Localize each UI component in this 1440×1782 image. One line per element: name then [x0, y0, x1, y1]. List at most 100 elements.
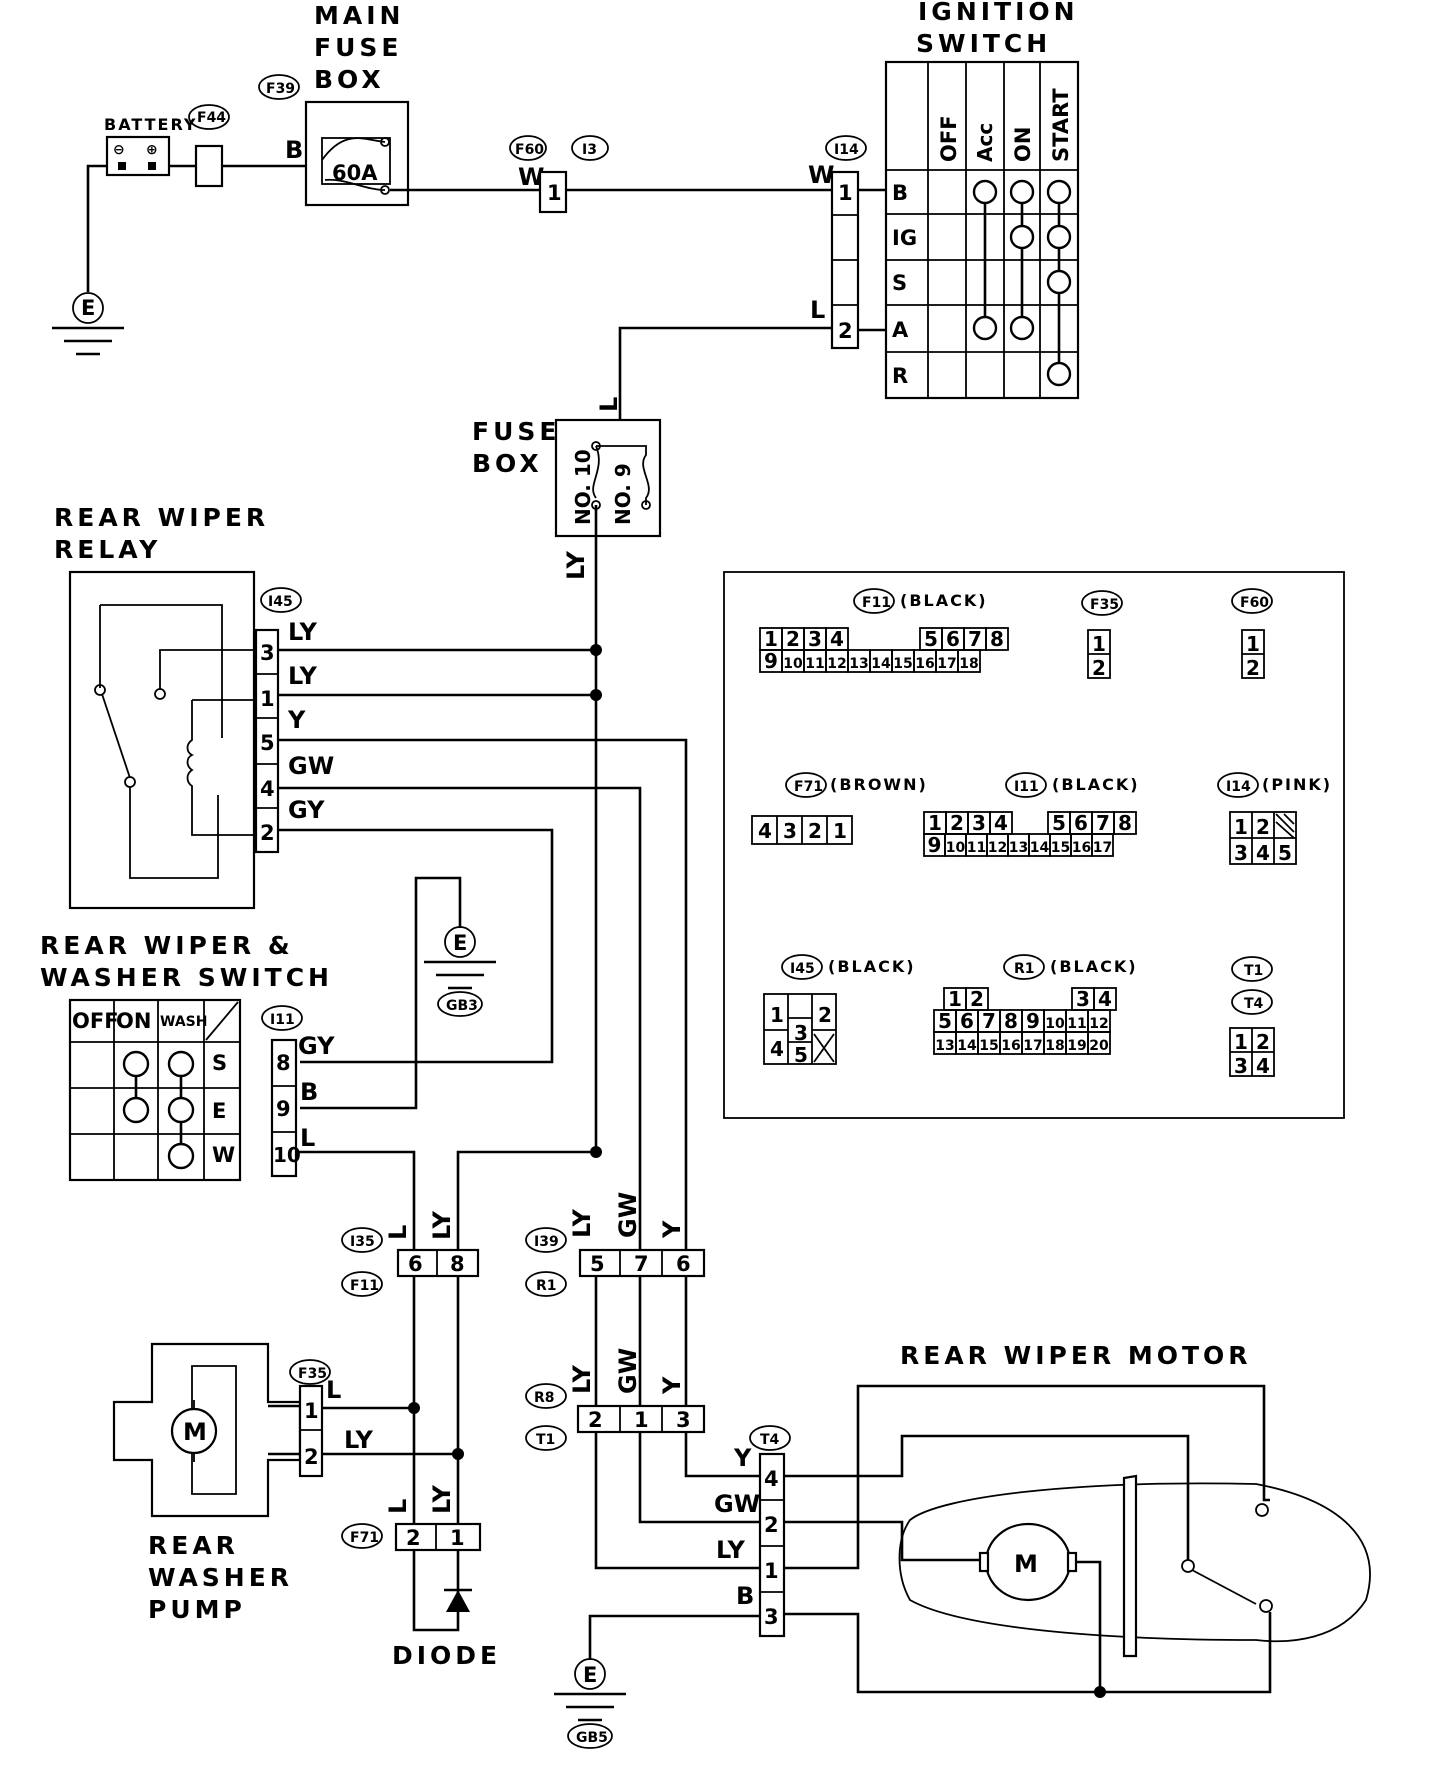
- connector-f35: F35 1 2 L LY: [289, 1359, 464, 1478]
- svg-text:F39: F39: [266, 81, 295, 97]
- legend-pin-label: 13: [1009, 840, 1028, 856]
- svg-text:E: E: [453, 931, 467, 955]
- svg-text:2: 2: [260, 821, 275, 845]
- svg-text:1: 1: [304, 1399, 319, 1423]
- svg-text:LY: LY: [428, 1210, 456, 1240]
- svg-text:T1: T1: [536, 1432, 555, 1448]
- legend-pin-label: 6: [946, 627, 960, 651]
- svg-text:OFF: OFF: [72, 1009, 119, 1033]
- svg-text:2: 2: [588, 1408, 603, 1432]
- legend-pin-label: 12: [988, 840, 1007, 856]
- svg-text:Y: Y: [658, 1376, 686, 1395]
- svg-text:2: 2: [838, 319, 853, 343]
- svg-text:(PINK): (PINK): [1262, 775, 1332, 794]
- svg-text:REAR WIPER: REAR WIPER: [54, 503, 269, 532]
- svg-text:B: B: [892, 181, 908, 205]
- legend-pin-label: 16: [915, 656, 934, 672]
- svg-text:A: A: [892, 318, 909, 342]
- svg-text:4: 4: [1256, 1054, 1270, 1078]
- svg-text:REAR WIPER MOTOR: REAR WIPER MOTOR: [900, 1341, 1252, 1370]
- svg-text:2: 2: [808, 819, 822, 843]
- legend-pin-label: 4: [830, 627, 844, 651]
- svg-text:L: L: [810, 296, 825, 324]
- svg-text:W: W: [212, 1143, 235, 1167]
- legend-pin-label: 4: [994, 811, 1008, 835]
- legend-pin-label: 2: [786, 627, 800, 651]
- legend-pin-label: 13: [849, 656, 868, 672]
- svg-text:(BROWN): (BROWN): [830, 775, 928, 794]
- svg-text:START: START: [1049, 88, 1073, 162]
- svg-text:2: 2: [1092, 656, 1106, 680]
- svg-text:1: 1: [770, 1003, 784, 1027]
- svg-text:⊕: ⊕: [146, 142, 158, 158]
- svg-text:E: E: [212, 1099, 226, 1123]
- svg-text:W: W: [808, 161, 834, 189]
- legend-f35: F35 1 2: [1081, 590, 1123, 680]
- svg-text:3: 3: [764, 1605, 779, 1629]
- legend-pin-label: 2: [950, 811, 964, 835]
- svg-text:4: 4: [764, 1467, 779, 1491]
- svg-text:Y: Y: [658, 1220, 686, 1239]
- connector-i39-r1: I39 R1 LY GW Y 5 7 6: [525, 1192, 706, 1408]
- legend-pin-label: 6: [1074, 811, 1088, 835]
- svg-text:R1: R1: [536, 1278, 557, 1294]
- legend-i14: I14 (PINK) 1 2 3 4 5: [1217, 772, 1332, 865]
- svg-text:1: 1: [634, 1408, 649, 1432]
- main-fuse-box: MAIN FUSE BOX F39 60A: [258, 1, 540, 207]
- svg-text:I35: I35: [350, 1234, 375, 1250]
- svg-text:2: 2: [1256, 815, 1270, 839]
- svg-text:GY: GY: [298, 1032, 335, 1060]
- svg-text:T4: T4: [1244, 996, 1264, 1012]
- svg-text:1: 1: [260, 687, 275, 711]
- connector-i11: I11 8 9 10 GY B L: [261, 1005, 602, 1250]
- connector-i45: I45 3 1 5 4 2 LY LY Y GW GY: [254, 587, 688, 1255]
- legend-pin-label: 10: [946, 840, 966, 856]
- connector-r8-t1: R8 T1 LY GW Y 2 1 3: [525, 1348, 770, 1570]
- svg-text:GB5: GB5: [576, 1730, 608, 1746]
- connector-f60-i3: F60 I3 W 1: [509, 135, 832, 214]
- rear-wiper-relay: REAR WIPER RELAY: [54, 503, 269, 910]
- svg-text:LY: LY: [568, 1208, 596, 1238]
- svg-text:L: L: [300, 1124, 315, 1152]
- legend-f60: F60 1 2: [1231, 588, 1273, 680]
- svg-text:BATTERY: BATTERY: [104, 115, 198, 134]
- svg-text:LY: LY: [344, 1426, 374, 1454]
- legend-pin-label: 5: [938, 1009, 952, 1033]
- svg-text:S: S: [892, 271, 907, 295]
- svg-text:LY: LY: [428, 1484, 456, 1514]
- svg-text:I39: I39: [534, 1234, 559, 1250]
- svg-text:M: M: [183, 1418, 207, 1446]
- legend-pin-label: 20: [1089, 1038, 1109, 1054]
- svg-text:LY: LY: [288, 618, 318, 646]
- svg-text:60A: 60A: [332, 161, 378, 185]
- svg-text:R1: R1: [1014, 961, 1035, 977]
- svg-text:T1: T1: [1244, 963, 1263, 979]
- svg-text:8: 8: [276, 1051, 291, 1075]
- svg-text:R: R: [892, 364, 908, 388]
- svg-text:F11: F11: [350, 1278, 379, 1294]
- connector-i35-f11: I35 F11 L LY 6 8: [341, 1210, 480, 1525]
- svg-text:7: 7: [634, 1252, 649, 1276]
- svg-text:5: 5: [794, 1043, 808, 1067]
- svg-text:GW: GW: [614, 1348, 642, 1394]
- svg-text:LY: LY: [288, 662, 318, 690]
- svg-text:1: 1: [547, 181, 562, 205]
- svg-text:IG: IG: [892, 226, 917, 250]
- ground-gb5: E GB5: [554, 1614, 770, 1749]
- legend-pin-label: 8: [1118, 811, 1132, 835]
- svg-text:8: 8: [450, 1252, 465, 1276]
- svg-text:1: 1: [838, 181, 853, 205]
- ground-gb3: E GB3: [300, 876, 496, 1110]
- svg-text:4: 4: [260, 777, 275, 801]
- legend-pin-label: 5: [924, 627, 938, 651]
- legend-pin-label: 3: [1076, 987, 1090, 1011]
- legend-pin-label: 12: [827, 656, 846, 672]
- svg-text:2: 2: [304, 1445, 319, 1469]
- svg-text:IGNITION: IGNITION: [918, 0, 1079, 26]
- svg-text:WASH: WASH: [160, 1014, 207, 1030]
- svg-text:M: M: [1014, 1550, 1038, 1578]
- svg-text:I14: I14: [1226, 779, 1251, 795]
